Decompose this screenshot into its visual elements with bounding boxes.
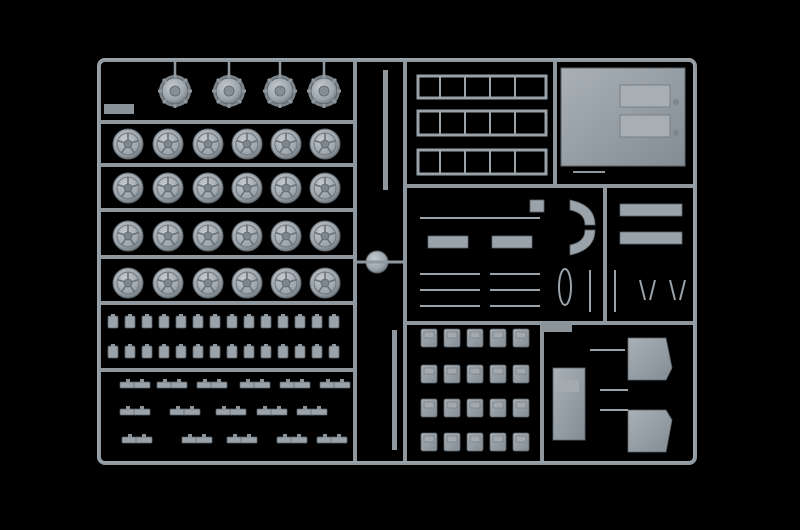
ladder-parts [416, 74, 548, 176]
clip-part [290, 433, 308, 444]
clip-part [319, 378, 337, 389]
track-link [260, 343, 272, 359]
track-links [107, 313, 340, 359]
clip-part [270, 405, 288, 416]
clip-part [239, 378, 257, 389]
track-link [294, 343, 306, 359]
clip-part [256, 405, 274, 416]
hatch-parts [420, 328, 530, 452]
clip-part [310, 405, 328, 416]
track-link [226, 313, 238, 329]
clip-part [133, 378, 151, 389]
hatch-part [420, 432, 438, 452]
hatch-part [512, 364, 530, 384]
hatch-part [489, 432, 507, 452]
hatch-part [512, 398, 530, 418]
hatch-part [512, 328, 530, 348]
road-wheels [112, 128, 341, 299]
clip-part [156, 378, 174, 389]
clip-part [279, 378, 297, 389]
clip-part [119, 378, 137, 389]
track-link [209, 313, 221, 329]
clip-part [330, 433, 348, 444]
clip-part [195, 433, 213, 444]
sprue-tab [542, 322, 572, 332]
clip-part [181, 433, 199, 444]
hatch-part [443, 432, 461, 452]
track-link [277, 343, 289, 359]
clip-part [169, 405, 187, 416]
clip-part [135, 433, 153, 444]
drive-sprockets [156, 62, 343, 110]
clip-part [226, 433, 244, 444]
long-rod [383, 70, 397, 450]
clip-part [229, 405, 247, 416]
track-link [226, 343, 238, 359]
hatch-part [466, 328, 484, 348]
hatch-part [420, 364, 438, 384]
clip-part [240, 433, 258, 444]
track-link [141, 343, 153, 359]
misc-parts [420, 199, 686, 312]
sprue-tab [104, 104, 134, 114]
armor-plate [560, 67, 686, 173]
hatch-part [420, 328, 438, 348]
track-link [277, 313, 289, 329]
clip-part [121, 433, 139, 444]
track-link [209, 343, 221, 359]
hatch-part [443, 364, 461, 384]
hatch-part [489, 398, 507, 418]
track-link [141, 313, 153, 329]
track-link [243, 313, 255, 329]
hatch-part [489, 364, 507, 384]
track-link [311, 313, 323, 329]
clip-part [293, 378, 311, 389]
track-link [243, 343, 255, 359]
track-link [311, 343, 323, 359]
clip-part [170, 378, 188, 389]
track-link [175, 313, 187, 329]
track-link [294, 313, 306, 329]
suspension-clips [119, 378, 351, 444]
hatch-part [443, 328, 461, 348]
clip-part [316, 433, 334, 444]
clip-part [296, 405, 314, 416]
clip-part [276, 433, 294, 444]
track-link [107, 343, 119, 359]
clip-part [119, 405, 137, 416]
track-link [192, 313, 204, 329]
hatch-part [466, 432, 484, 452]
hatch-part [443, 398, 461, 418]
clip-part [253, 378, 271, 389]
track-link [328, 343, 340, 359]
hatch-part [512, 432, 530, 452]
track-link [124, 343, 136, 359]
hatch-part [466, 398, 484, 418]
hatch-part [466, 364, 484, 384]
clip-part [196, 378, 214, 389]
side-panels [552, 337, 673, 453]
clip-part [210, 378, 228, 389]
track-link [328, 313, 340, 329]
clip-part [133, 405, 151, 416]
track-link [124, 313, 136, 329]
track-link [175, 343, 187, 359]
clip-part [333, 378, 351, 389]
clip-part [215, 405, 233, 416]
track-link [192, 343, 204, 359]
sprue-frame [97, 58, 697, 465]
track-link [260, 313, 272, 329]
track-link [158, 343, 170, 359]
clip-part [183, 405, 201, 416]
track-link [107, 313, 119, 329]
sprue-hub [355, 250, 405, 274]
hatch-part [489, 328, 507, 348]
track-link [158, 313, 170, 329]
hatch-part [420, 398, 438, 418]
